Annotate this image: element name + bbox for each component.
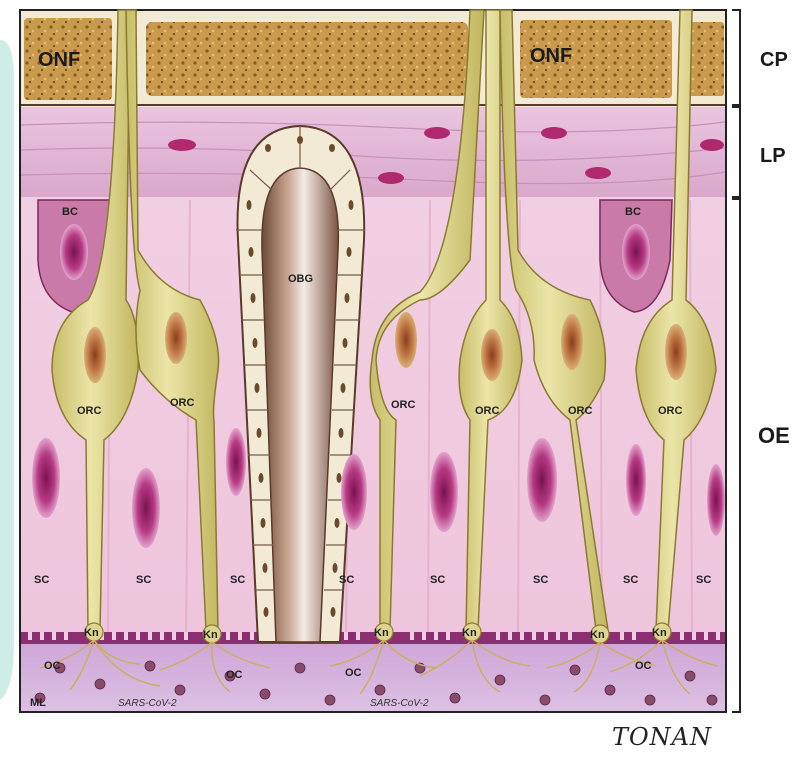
sc-label-8: SC: [696, 574, 711, 586]
kn-label-3: Kn: [374, 627, 389, 639]
kn-label-5: Kn: [590, 629, 605, 641]
oc-label-3: OC: [345, 667, 362, 679]
kn-label-6: Kn: [652, 627, 667, 639]
bc-label-left: BC: [62, 206, 78, 218]
orc-label-1: ORC: [77, 405, 102, 417]
kn-label-4: Kn: [462, 627, 477, 639]
left-accent: [0, 40, 14, 700]
orc-label-6: ORC: [658, 405, 683, 417]
orc-label-5: ORC: [568, 405, 593, 417]
nerve-bundle-2: [146, 22, 468, 96]
bc-label-right: BC: [625, 206, 641, 218]
sc-label-1: SC: [34, 574, 49, 586]
oc-label-4: OC: [635, 660, 652, 672]
orc-label-4: ORC: [475, 405, 500, 417]
artist-signature: TONAN: [612, 723, 712, 751]
virus-label-2: SARS-CoV-2: [370, 698, 429, 709]
orc-label-3: ORC: [391, 399, 416, 411]
sc-label-6: SC: [533, 574, 548, 586]
sc-label-3: SC: [230, 574, 245, 586]
onf-label-left: ONF: [38, 49, 80, 71]
kn-label-2: Kn: [203, 629, 218, 641]
oc-label-1: OC: [44, 660, 61, 672]
obg-label: OBG: [288, 273, 313, 285]
virus-label-1: SARS-CoV-2: [118, 698, 177, 709]
layer-lp-label: LP: [760, 145, 786, 167]
sc-label-4: SC: [339, 574, 354, 586]
nerve-bundle-4: [688, 22, 724, 96]
sc-label-7: SC: [623, 574, 638, 586]
onf-label-right: ONF: [530, 45, 572, 67]
orc-label-2: ORC: [170, 397, 195, 409]
layer-oe-label: OE: [758, 423, 790, 448]
kn-label-1: Kn: [84, 627, 99, 639]
sc-label-5: SC: [430, 574, 445, 586]
oc-label-2: OC: [226, 669, 243, 681]
layer-brackets: [732, 10, 740, 712]
sc-label-2: SC: [136, 574, 151, 586]
layer-cp-label: CP: [760, 49, 788, 71]
ml-label: ML: [30, 697, 46, 709]
